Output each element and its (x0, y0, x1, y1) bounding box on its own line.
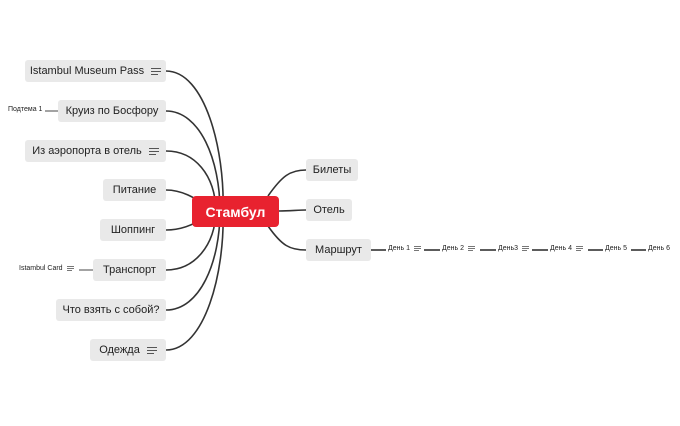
subtopic-label: Istambul Card (19, 265, 63, 272)
note-icon[interactable] (151, 67, 162, 75)
root-label: Стамбул (205, 203, 266, 220)
note-icon[interactable] (66, 266, 74, 271)
route-day-5[interactable]: День 5 (605, 245, 627, 252)
connector-tickets (267, 169, 307, 197)
route-day-3[interactable]: День3 (498, 245, 530, 252)
topic-label: Из аэропорта в отель (32, 145, 142, 157)
day-label: День 2 (442, 245, 464, 252)
note-icon[interactable] (467, 246, 475, 251)
route-day-2[interactable]: День 2 (442, 245, 475, 252)
connector-hotel (278, 209, 307, 212)
day-label: День 1 (388, 245, 410, 252)
note-icon[interactable] (522, 246, 530, 251)
topic-cruise[interactable]: Круиз по Босфору (58, 100, 166, 122)
topic-label: Питание (112, 184, 157, 196)
subtopic-cruise-1[interactable]: Подтема 1 (8, 106, 42, 113)
topic-label: Что взять с собой? (62, 304, 160, 316)
topic-clothes[interactable]: Одежда (90, 339, 166, 361)
topic-label: Шоппинг (110, 224, 156, 236)
topic-label: Istambul Museum Pass (29, 65, 145, 77)
topic-label: Маршрут (315, 244, 362, 256)
topic-label: Билеты (312, 164, 352, 176)
topic-museum-pass[interactable]: Istambul Museum Pass (25, 60, 166, 82)
topic-shopping[interactable]: Шоппинг (100, 219, 166, 241)
topic-what-to-take[interactable]: Что взять с собой? (56, 299, 166, 321)
note-icon[interactable] (413, 246, 421, 251)
topic-label: Одежда (99, 344, 140, 356)
topic-route[interactable]: Маршрут (306, 239, 371, 261)
connector-what-to-take (165, 210, 221, 311)
note-icon[interactable] (146, 346, 157, 354)
root-topic[interactable]: Стамбул (192, 196, 279, 227)
day-label: День3 (498, 245, 519, 252)
connector-route (267, 225, 307, 251)
connector-clothes (165, 210, 224, 351)
note-icon[interactable] (575, 246, 583, 251)
note-icon[interactable] (148, 147, 159, 155)
topic-airport-transfer[interactable]: Из аэропорта в отель (25, 140, 166, 162)
route-day-4[interactable]: День 4 (550, 245, 583, 252)
topic-label: Отель (313, 204, 345, 216)
topic-label: Круиз по Босфору (65, 105, 159, 117)
connector-cruise (165, 110, 221, 212)
day-label: День 5 (605, 245, 627, 252)
route-day-6[interactable]: День 6 (648, 245, 670, 252)
subtopic-label: Подтема 1 (8, 106, 43, 113)
day-label: День 4 (550, 245, 572, 252)
topic-label: Транспорт (103, 264, 156, 276)
topic-hotel[interactable]: Отель (306, 199, 352, 221)
topic-food[interactable]: Питание (103, 179, 166, 201)
subtopic-istambul-card[interactable]: Istambul Card (19, 265, 74, 272)
day-label: День 6 (648, 245, 670, 252)
route-day-1[interactable]: День 1 (388, 245, 421, 252)
topic-transport[interactable]: Транспорт (93, 259, 166, 281)
topic-tickets[interactable]: Билеты (306, 159, 358, 181)
connector-museum-pass (165, 70, 224, 212)
